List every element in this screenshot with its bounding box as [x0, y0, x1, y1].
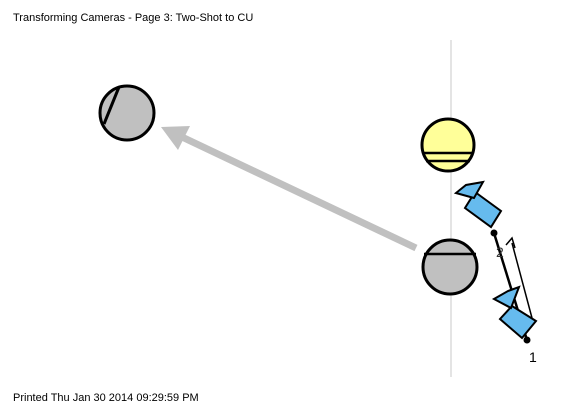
camera-2-icon[interactable]	[453, 180, 503, 229]
camera-2-label: 2	[496, 244, 504, 260]
actor-yellow[interactable]	[420, 117, 476, 173]
camera-1-position-dot	[523, 336, 531, 344]
camera-1-label: 1	[529, 349, 537, 365]
actor-gray-destination[interactable]	[98, 84, 156, 142]
camera-2-position-dot	[490, 229, 498, 237]
actor-gray-origin[interactable]	[421, 238, 479, 296]
page-title: Transforming Cameras - Page 3: Two-Shot …	[13, 12, 254, 24]
actor-move-arrow	[161, 126, 418, 252]
printed-timestamp: Printed Thu Jan 30 2014 09:29:59 PM	[13, 392, 199, 404]
camera-1-icon[interactable]	[491, 285, 538, 340]
